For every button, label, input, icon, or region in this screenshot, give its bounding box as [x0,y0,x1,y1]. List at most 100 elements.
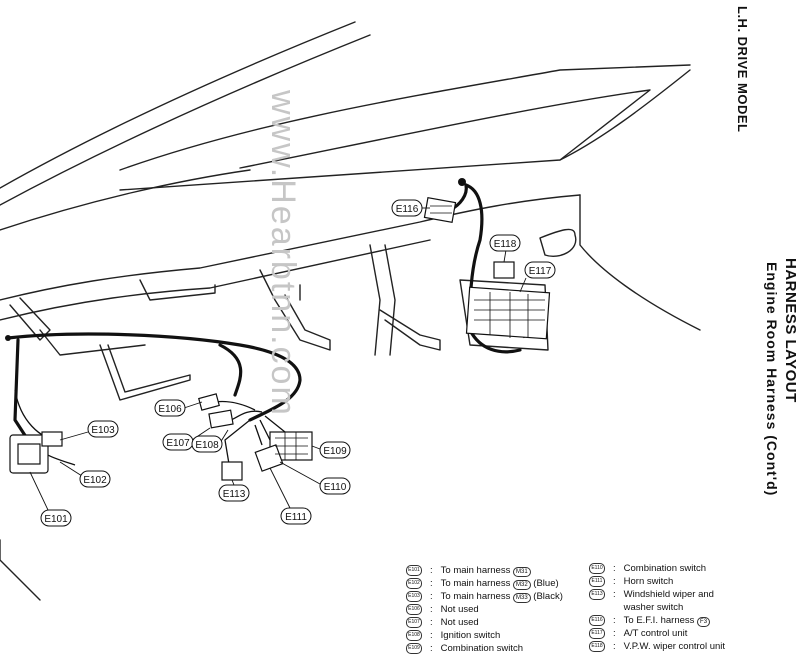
legend-colon: : [613,589,616,600]
legend-text: To main harness [440,591,511,602]
efi-harness [464,183,522,354]
leader-line [519,277,527,293]
leader-line [231,479,235,486]
branch-wire [254,424,263,446]
label-box-e103 [87,420,119,438]
legend-description: To main harness M31 [441,564,531,577]
label-box-e101 [40,509,72,527]
watermark: www.Hearbtnn.com [264,90,302,417]
legend-item: E109:Combination switch [406,642,596,655]
legend-text: To main harness [440,578,511,589]
legend-code: E118 [589,641,605,652]
pillar-line [559,69,691,161]
label-box-e102 [79,470,111,488]
legend-code: E108 [406,630,422,641]
leader-line [503,249,507,263]
legend-code: E111 [589,576,605,587]
legend-item: E111: Horn switch [589,575,799,588]
label-box-e117 [524,261,556,279]
legend-text: V.P.W. wiper control unit [623,641,726,652]
label-e110: E110 [324,482,347,493]
label-e111: E111 [285,512,307,523]
legend-description: Combination switch [624,562,706,575]
legend-description: Ignition switch [441,629,501,642]
leader-line [59,431,89,441]
main-harness [218,343,243,397]
legend-text: To main harness [440,565,511,576]
legend-item: E110:Combination switch [589,562,799,575]
connector-block-e107 [208,409,234,429]
legend-description: V.P.W. wiper control unit [624,640,725,653]
branch-wire [259,419,271,441]
legend-code: E107 [406,617,422,628]
legend-colon: : [430,578,433,589]
ground-point [458,178,466,186]
label-e101: E101 [44,514,68,525]
connector-block-e116 [423,197,457,223]
dash-panel [139,279,216,301]
legend-description: Not used [441,603,479,616]
label-box-e116 [391,199,423,217]
legend-description: Windshield wiper and washer switch [624,588,714,614]
legend-code: E117 [589,628,605,639]
label-e116: E116 [396,204,419,215]
label-e113: E113 [223,489,246,500]
connector-block-e113 [221,461,243,481]
windshield-frame [119,64,691,171]
model-label: L.H. DRIVE MODEL [735,6,750,133]
branch-wire [214,400,256,411]
connector-pins [474,292,545,338]
connector-block-e118 [493,261,515,279]
legend-colon: : [613,615,616,626]
windshield-line [0,34,371,206]
main-harness [6,332,302,422]
label-box-e109 [319,441,351,459]
legend-colon: : [430,591,433,602]
label-e102: E102 [83,475,107,486]
leader-line [279,461,321,485]
legend-colon: : [613,563,616,574]
page-title: HARNESS LAYOUT [782,258,799,403]
legend-colon: : [430,604,433,615]
legend-text: Not used [440,617,479,628]
legend-code: E102 [406,578,422,589]
label-e117: E117 [529,266,552,277]
label-e106: E106 [158,404,182,415]
connector-block-e102 [41,431,63,447]
dash-top [0,239,431,321]
legend-description: Horn switch [624,575,674,588]
legend-colon: : [613,576,616,587]
label-e103: E103 [91,425,115,436]
legend-code: E116 [589,615,605,626]
legend-text: Ignition switch [440,630,501,641]
page-subtitle: Engine Room Harness (Cont'd) [764,262,780,497]
legend-text: Combination switch [623,563,707,574]
legend-code: E103 [406,591,422,602]
branch-wire [264,415,286,433]
legend-text: To E.F.I. harness [623,615,695,626]
connector-pins [430,205,452,214]
leader-line [59,461,83,477]
windshield-line [0,21,356,189]
legend-colon: : [430,630,433,641]
legend-colon: : [430,617,433,628]
ground-point [5,335,11,341]
legend-ref: M33 [512,593,531,603]
label-box-e111 [280,507,312,525]
legend-item: E113:Windshield wiper and washer switch [589,588,799,614]
legend-item: E102:To main harness M32 (Blue) [406,577,596,590]
label-e108: E108 [195,440,219,451]
steering-column [259,269,331,351]
legend-description: To main harness M33 (Black) [441,590,563,603]
leader-line [269,467,291,509]
legend-text: Windshield wiper and washer switch [623,589,714,613]
legend-item: E103: To main harness M33 (Black) [406,590,596,603]
legend-ref: M31 [512,567,531,577]
legend-description: A/T control unit [624,627,688,640]
label-box-e118 [489,234,521,252]
label-box-e113 [218,484,250,502]
